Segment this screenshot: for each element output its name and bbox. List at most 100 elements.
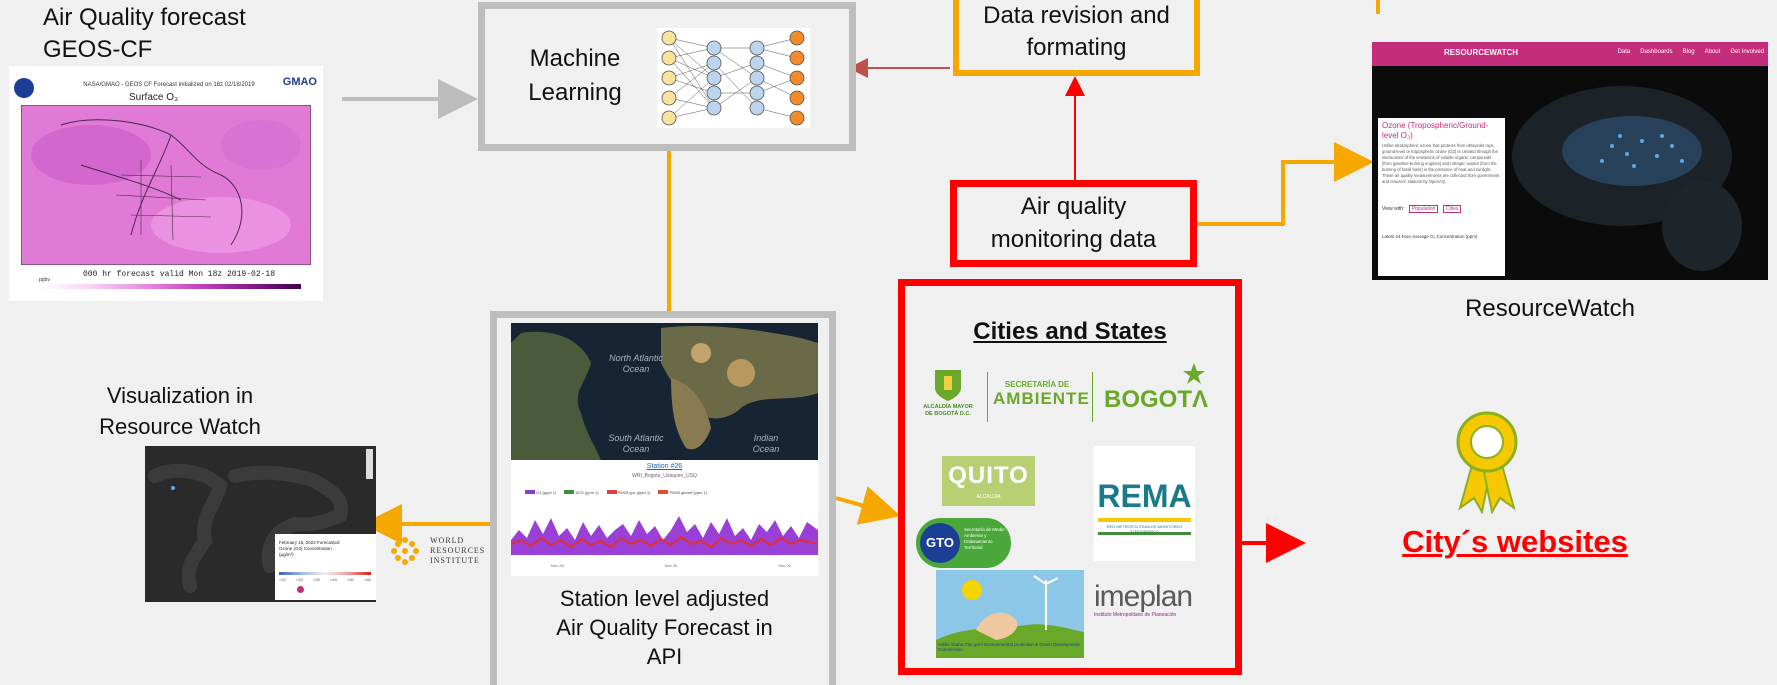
imeplan-text: imeplan (1094, 580, 1193, 613)
rema-logo: REMA RED METROPOLITANA DE MONITOREO ATMO… (1094, 446, 1195, 561)
imeplan-logo: imeplan Instituto Metropolitano de Plane… (1094, 580, 1209, 630)
divider-2 (1092, 372, 1093, 422)
rw-world-map (1512, 86, 1742, 271)
map-label-indian-ocean: Indian Ocean (752, 433, 780, 454)
legend-no2: NO2 (ppm 1) (564, 490, 599, 495)
station-caption-line3: API (646, 644, 683, 669)
gmao-logo: GMAO (282, 76, 317, 88)
cities-title: Cities and States (973, 318, 1167, 345)
divider-1 (987, 372, 988, 422)
station-chart-xticks: Nov 28 Nov 30 Dec 02 (551, 563, 791, 568)
geos-colorbar-unit: ppbv (39, 277, 50, 283)
revision-label: Data revision and formating (960, 0, 1193, 64)
rw-nav-dashboards: Dashboards (1640, 49, 1673, 55)
visualization-popup: February 15, 2022 Forecasted Ozone (O3) … (275, 534, 376, 600)
gto-logo: GTO Secretaría de Medio Ambiente y Orden… (916, 518, 1011, 568)
rw-nav-about: About (1704, 49, 1721, 55)
resourcewatch-caption: ResourceWatch (1465, 295, 1635, 322)
rema-text: REMA (1097, 478, 1192, 514)
map-label-south-atlantic: South Atlantic Ocean (608, 433, 664, 454)
addis-illustration (936, 575, 1084, 658)
revision-label-line1: Data revision and (983, 2, 1170, 29)
xtick-1: Nov 28 (551, 563, 564, 568)
rw-panel-body: Unlike stratospheric ozone that protects… (1382, 143, 1500, 184)
rw-header: RESOURCEWATCH Data Dashboards Blog About… (1372, 42, 1768, 66)
rw-tag-cities[interactable]: Cities (1442, 205, 1462, 213)
tick-2: <20 (296, 577, 303, 582)
rw-brand: RESOURCEWATCH (1444, 48, 1519, 57)
tick-5: <50 (347, 577, 354, 582)
city-websites-label: City´s websites (1402, 524, 1628, 559)
imeplan-sub: Instituto Metropolitano de Planeación (1094, 612, 1177, 618)
station-timeseries (511, 516, 818, 555)
gto-badge: GTO (920, 523, 960, 563)
ml-label-line1: Machine (529, 45, 621, 72)
geos-map-footer: 000 hr forecast valid Mon 18z 2019-02-18 (82, 270, 276, 279)
addis-ababa-logo: Addis Ababa City gov't Environmental pro… (936, 570, 1084, 658)
visualization-zoom-controls[interactable] (366, 449, 373, 479)
monitoring-label-line2: monitoring data (990, 226, 1157, 253)
station-chart-screenshot: Station #26 WRI_Bogota_Usaquen_USQ O3 (p… (511, 460, 818, 576)
tick-4: <40 (330, 577, 337, 582)
visualization-screenshot: February 15, 2022 Forecasted Ozone (O3) … (145, 446, 376, 602)
rw-view-with: View with: (1382, 206, 1405, 212)
bogota-logo: BOGOTΛ (1104, 386, 1209, 413)
rw-tag-population[interactable]: Population (1408, 205, 1439, 213)
tick-6: <60 (364, 577, 371, 582)
bogota-star-icon (1183, 363, 1205, 384)
wri-logo-text: WORLD RESOURCES INSTITUTE (430, 536, 485, 566)
arrow-station-to-cities (835, 486, 901, 525)
station-caption-line2: Air Quality Forecast in (556, 615, 773, 640)
geos-ozone-field (21, 105, 311, 265)
quito-sub: ALCALDÍA (976, 494, 1001, 500)
geos-map-title: Surface O₃ (129, 92, 179, 103)
station-caption: Station level adjusted Air Quality Forec… (511, 584, 818, 671)
secretaria-ambiente-logo: SECRETARÍA DE AMBIENTE (993, 380, 1089, 409)
monitoring-label: Air quality monitoring data (957, 190, 1190, 256)
monitoring-data-box (950, 180, 1197, 267)
legend-o3: O3 (ppm 1) (525, 490, 556, 495)
rw-nav-data: Data (1617, 49, 1631, 55)
ml-label: Machine Learning (505, 42, 645, 110)
geos-title-line2: GEOS-CF (43, 36, 153, 63)
bogota-shield-icon (935, 370, 961, 401)
station-chart-legend: O3 (ppm 1) NO2 (ppm 1) PM25 gcc (ppm 1) … (525, 490, 707, 495)
arrow-monitoring-to-rw (1195, 142, 1374, 226)
secretaria-line1: SECRETARÍA DE (1004, 380, 1070, 389)
ml-label-line2: Learning (528, 79, 622, 106)
alcaldia-line1: ALCALDÍA MAYOR (923, 404, 973, 410)
map-label-north-atlantic: North Atlantic Ocean (609, 353, 663, 374)
station-map-screenshot: North Atlantic Ocean South Atlantic Ocea… (511, 323, 818, 460)
neural-network-icon (657, 28, 810, 128)
wri-line1: WORLD (430, 536, 465, 545)
nasa-logo-icon (14, 78, 34, 98)
visualization-slider-handle[interactable] (297, 586, 304, 593)
wri-line3: INSTITUTE (430, 556, 480, 565)
wri-logo-icon (391, 537, 419, 565)
visualization-popup-scale (279, 572, 371, 575)
geos-map-header: NASA/GMAO - GEOS CF Forecast initialized… (83, 82, 255, 88)
geos-title: Air Quality forecast GEOS-CF (43, 2, 246, 66)
quito-logo: QUITO ALCALDÍA (942, 456, 1035, 506)
rw-nav-blog: Blog (1682, 49, 1695, 55)
tick-3: <30 (313, 577, 320, 582)
visualization-popup-ticks: <10 <20 <30 <40 <50 <60 (279, 577, 371, 582)
legend-pm25-geosrf: PM25 geosrf (ppm 1) (658, 490, 707, 495)
wri-line2: RESOURCES (430, 546, 486, 555)
alcaldia-line2: DE BOGOTÁ D.C. (925, 411, 971, 417)
alcaldia-bogota-logo: ALCALDÍA MAYOR DE BOGOTÁ D.C. (918, 368, 978, 424)
xtick-2: Nov 30 (664, 563, 678, 568)
tick-1: <10 (279, 577, 286, 582)
geos-colorbar (39, 284, 301, 289)
visualization-popup-title: February 15, 2022 Forecasted Ozone (O3) … (279, 540, 340, 557)
visualization-label-line2: Resource Watch (99, 414, 261, 439)
data-revision-box (953, 0, 1200, 76)
addis-caption: Addis Ababa City gov't Environmental pro… (938, 642, 1080, 652)
rema-sub: RED METROPOLITANA DE MONITOREO ATMOSFÉRI… (1106, 524, 1183, 534)
visualization-label-line1: Visualization in (106, 383, 254, 408)
gto-sub: Secretaría de Medio Ambiente y Ordenamie… (964, 527, 1005, 550)
revision-label-line2: formating (1026, 34, 1127, 61)
legend-pm25-gcc: PM25 gcc (ppm 1) (606, 490, 650, 495)
geos-title-line1: Air Quality forecast (43, 4, 246, 31)
gto-text: GTO (926, 535, 954, 550)
